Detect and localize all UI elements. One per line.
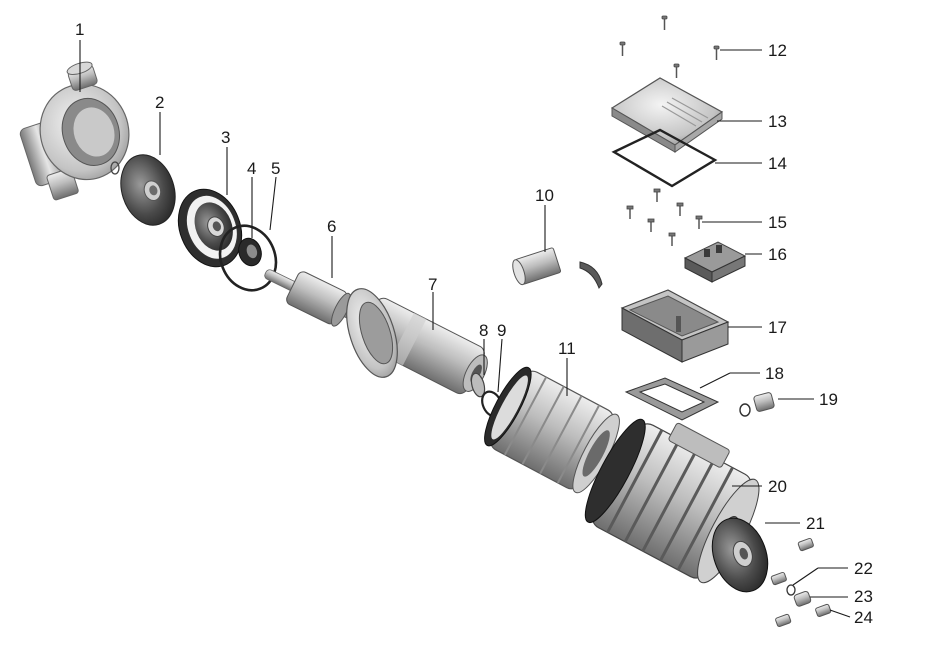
callout-1: 1 [75,20,85,39]
part-10-capacitor [512,247,603,290]
part-17-terminal-box [620,289,730,363]
callout-13: 13 [768,112,787,131]
part-21-end-shield [711,517,769,593]
callout-14: 14 [768,154,787,173]
part-19-cable-gland [739,392,775,417]
part-18-gasket [624,377,720,421]
callout-12: 12 [768,41,787,60]
part-15-screws [626,188,703,246]
small-o-ring [110,161,120,175]
callout-2: 2 [155,93,165,112]
callout-22: 22 [854,559,873,578]
callout-24: 24 [854,608,873,627]
callout-9: 9 [497,321,507,340]
fasteners-bottom [770,537,832,628]
part-7-adapter [346,288,488,395]
part-11-stator [484,366,620,494]
callout-21: 21 [806,514,825,533]
part-8-bushing [470,372,486,398]
callout-18: 18 [765,364,784,383]
callout-19: 19 [819,390,838,409]
callout-6: 6 [327,217,337,236]
callout-5: 5 [271,159,281,178]
part-12-screws [619,15,720,78]
callout-3: 3 [221,128,231,147]
part-3-seal-plate [177,188,243,268]
callout-11: 11 [558,339,576,358]
part-16-terminal-block [683,241,747,283]
callout-15: 15 [768,213,787,232]
part-2-impeller [120,154,176,226]
callout-4: 4 [247,159,257,178]
part-4-mechanical-seal [238,237,262,267]
callout-10: 10 [535,186,554,205]
part-1-pump-casing [19,61,130,201]
callout-7: 7 [428,275,438,294]
callout-8: 8 [479,321,489,340]
callout-23: 23 [854,587,873,606]
part-14-gasket [611,128,718,188]
callout-17: 17 [768,318,787,337]
part-13-terminal-cover [610,77,724,153]
callout-16: 16 [768,245,787,264]
part-6-shaft [264,269,366,327]
callout-20: 20 [768,477,787,496]
leader-lines [79,40,851,618]
part-5-o-ring [218,224,278,292]
